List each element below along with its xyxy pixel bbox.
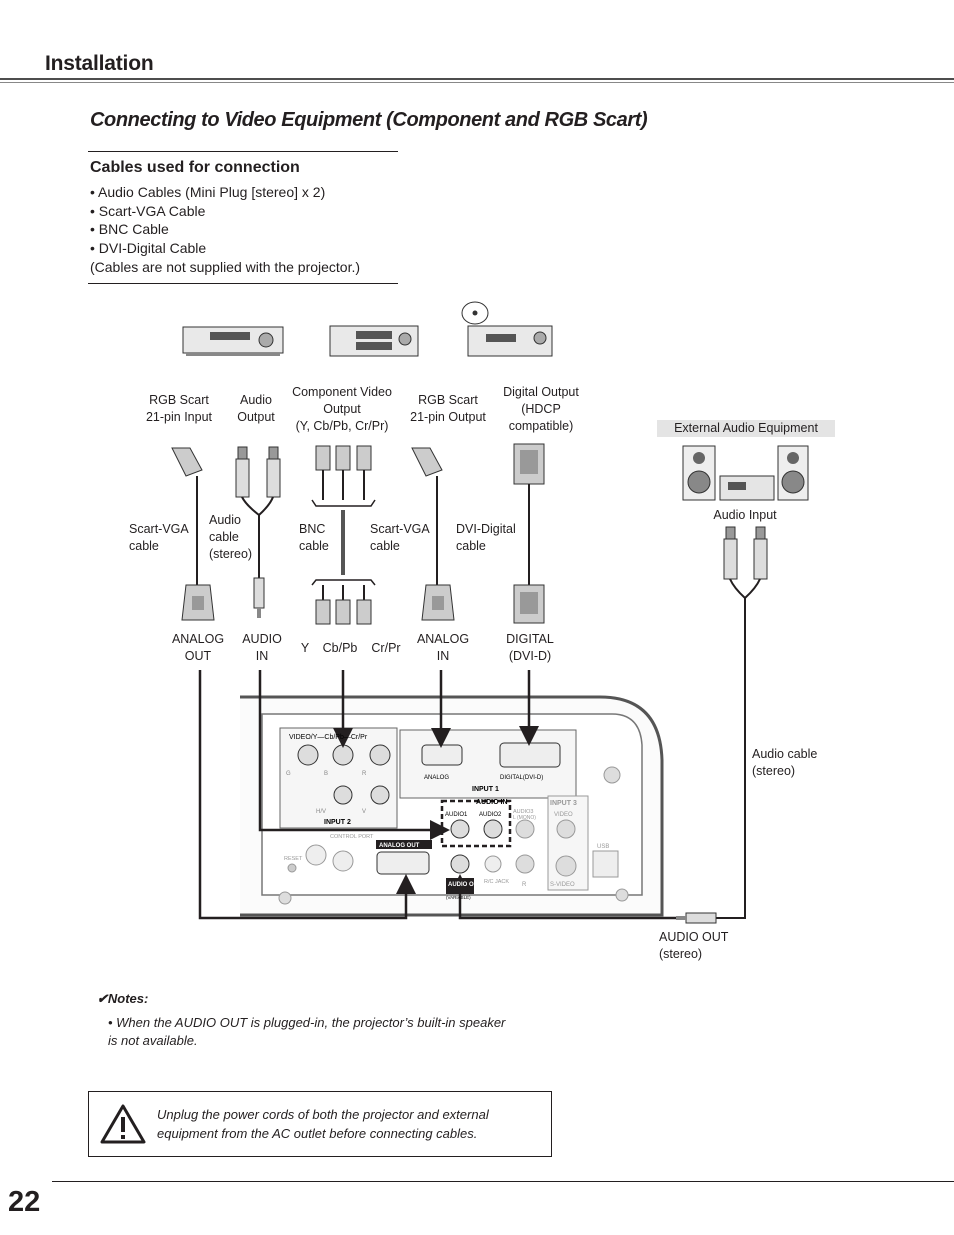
panel-v-label: V [362,809,366,815]
label-digital-dvi: DIGITAL (DVI-D) [506,632,554,663]
dvd-player-icon [461,301,553,357]
panel-audio3-label: AUDIO3 [513,809,533,815]
panel-audio1-label: AUDIO1 [445,812,468,818]
label-external-audio: External Audio Equipment [657,420,835,437]
bnc-cable-icon [311,445,376,625]
cable-item: • Scart-VGA Cable [90,202,206,219]
cables-list: • Audio Cables (Mini Plug [stereo] x 2) … [90,183,360,277]
label-digital-output: Digital Output (HDCP compatible) [503,385,579,433]
panel-video-in-label: VIDEO [554,812,573,818]
panel-audio-out-label: AUDIO OUT [448,882,482,888]
label-cb-pb: Cb/Pb [322,641,358,655]
cable-item: (Cables are not supplied with the projec… [90,258,361,275]
header-rule-thin [0,82,954,83]
footer-rule [52,1181,954,1182]
label-bnc-cable: BNC cable [299,522,329,553]
panel-analog-label: ANALOG [424,775,449,781]
projector-panel-illustration [240,695,664,917]
panel-rc-jack-label: R/C JACK [484,879,509,885]
page-title: Connecting to Video Equipment (Component… [90,109,648,131]
label-audio-out-stereo: AUDIO OUT (stereo) [659,930,729,961]
panel-video-label: VIDEO/Y—Cb/Pb—Cr/Pr [289,734,368,741]
speaker-right-icon [777,445,809,501]
panel-usb-label: USB [597,844,609,850]
cable-item: • DVI-Digital Cable [90,240,207,257]
warning-box [88,1091,552,1157]
vga-plug-icon [421,584,455,621]
notes-item: • When the AUDIO OUT is plugged-in, the … [108,1015,506,1048]
panel-audio2-label: AUDIO2 [479,812,502,818]
label-audio-cable: Audio cable (stereo) [209,513,253,561]
page-number: 22 [8,1186,41,1218]
label-audio-in: AUDIO IN [242,632,282,663]
cable-item: • Audio Cables (Mini Plug [stereo] x 2) [90,184,326,200]
rca-plug-pair-icon [235,446,281,618]
notes-heading: ✔Notes: [97,991,149,1006]
panel-b-label: B [324,771,328,777]
label-rgb-scart-output: RGB Scart 21-pin Output [410,393,486,424]
panel-lmono-label: L (MONO) [513,815,536,821]
dvi-plug-icon [513,443,545,585]
label-scart-vga-cable-2: Scart-VGA cable [370,522,430,553]
cable-item: • BNC Cable [90,221,169,238]
warning-text: Unplug the power cords of both the proje… [157,1107,489,1141]
panel-analog-out-label: ANALOG OUT [379,843,420,849]
cables-top-rule [88,151,398,152]
header-rule [0,78,954,80]
panel-dvi-label: DIGITAL(DVI-D) [500,775,543,781]
panel-audio-in-label: AUDIO IN [476,799,508,806]
dvi-plug-bottom-icon [513,584,545,624]
panel-input2-label: INPUT 2 [324,819,351,826]
scart-plug-icon [411,447,443,585]
label-analog-in: ANALOG IN [416,632,470,663]
label-cr-pr: Cr/Pr [371,641,401,655]
scart-plug-icon [171,447,203,585]
label-audio-cable-right: Audio cable (stereo) [752,747,818,778]
rca-plug-pair-right-icon [676,526,768,924]
cables-bottom-rule [88,283,398,284]
panel-hv-label: H/V [316,809,326,815]
panel-variable-label: (VARIABLE) [446,895,471,900]
label-analog-out: ANALOG OUT [171,632,225,663]
panel-g-label: G [286,771,291,777]
panel-reset-label: RESET [284,856,303,862]
label-dvi-digital-cable: DVI-Digital cable [456,522,516,553]
label-audio-input: Audio Input [713,508,777,522]
panel-input3-label: INPUT 3 [550,800,577,807]
panel-r-ch-label: R [522,882,527,888]
stereo-receiver-icon [719,475,775,501]
label-scart-vga-cable: Scart-VGA cable [129,522,189,553]
label-y: Y [300,641,310,655]
panel-input1-label: INPUT 1 [472,786,499,793]
label-audio-output: Audio Output [237,393,275,424]
label-component-output: Component Video Output (Y, Cb/Pb, Cr/Pr) [292,385,392,433]
label-rgb-scart-input: RGB Scart 21-pin Input [145,393,213,424]
panel-control-port-label: CONTROL PORT [330,834,374,840]
warning-icon [100,1104,146,1144]
panel-r-label: R [362,771,367,777]
speaker-left-icon [682,445,716,501]
vga-plug-icon [181,584,215,621]
panel-svideo-label: S-VIDEO [550,882,575,888]
cables-heading: Cables used for connection [90,159,300,176]
section-title: Installation [45,52,154,75]
vcr-device-icon [182,326,284,356]
component-player-icon [329,325,419,357]
